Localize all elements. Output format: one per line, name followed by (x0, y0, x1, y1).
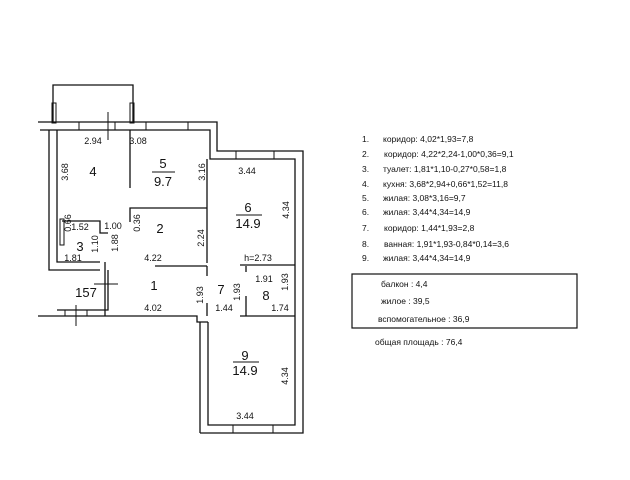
dimension: 1.52 (71, 222, 89, 232)
dimension: 1.81 (64, 253, 82, 263)
dimension: 4.02 (144, 303, 162, 313)
dimension: 0.66 (63, 214, 73, 232)
legend-text: жилая: 3,44*4,34=14,9 (383, 253, 471, 263)
room-4-number: 4 (89, 164, 96, 179)
dimension: 1.91 (255, 274, 273, 284)
legend-text: ванная: 1,91*1,93-0,84*0,14=3,6 (384, 239, 509, 249)
dimension: 1.00 (104, 221, 122, 231)
left-inner-wall (56, 130, 100, 263)
room-6-number: 6 (244, 200, 251, 215)
dimension: 0.36 (132, 214, 142, 232)
dimension: 1.93 (232, 283, 242, 301)
legend-number: 7. (362, 223, 369, 233)
room-1-number: 1 (150, 278, 157, 293)
window (232, 424, 274, 434)
dimension: 2.24 (196, 229, 206, 247)
dimension: 4.34 (281, 201, 291, 219)
balcony-post (129, 102, 135, 124)
dimension: 3.68 (60, 163, 70, 181)
legend-text: кухня: 3,68*2,94+0,66*1,52=11,8 (383, 179, 508, 189)
living-area: жилое : 39,5 (381, 296, 430, 306)
bottom-wall (38, 315, 208, 323)
window (78, 121, 116, 131)
legend-text: жилая: 3,08*3,16=9,7 (383, 193, 466, 203)
left-outer-wall (48, 130, 100, 271)
legend-number: 2. (362, 149, 369, 159)
room-3-number: 3 (76, 239, 83, 254)
dimensions: 2.94 3.08 3.68 3.16 3.44 4.34 0.66 1.52 … (60, 136, 291, 421)
partition (129, 207, 207, 222)
room-2-number: 2 (156, 221, 163, 236)
dimension: 3.44 (238, 166, 256, 176)
legend-text: коридор: 4,22*2,24-1,00*0,36=9,1 (384, 149, 514, 159)
legend-number: 8. (362, 239, 369, 249)
dimension: 4.34 (280, 367, 290, 385)
dimension: 1.10 (90, 235, 100, 253)
window (235, 150, 275, 160)
legend-text: коридор: 4,02*1,93=7,8 (383, 134, 474, 144)
partition (62, 220, 108, 234)
dimension: 3.44 (236, 411, 254, 421)
dimension: 1.44 (215, 303, 233, 313)
ceiling-height: h=2.73 (244, 253, 272, 263)
legend-text: жилая: 3,44*4,34=14,9 (383, 207, 471, 217)
room-5-number: 5 (159, 156, 166, 171)
legend-number: 3. (362, 164, 369, 174)
vent (59, 218, 65, 246)
balcony-outline (52, 84, 134, 123)
room-labels: 4 5 9.7 6 14.9 2 3 1 157 7 8 9 14.9 (75, 156, 269, 378)
dimension: 3.08 (129, 136, 147, 146)
summary-frame (351, 273, 578, 329)
room-7-number: 7 (217, 282, 224, 297)
room-8-number: 8 (262, 288, 269, 303)
legend-text: туалет: 1,81*1,10-0,27*0,58=1,8 (383, 164, 507, 174)
legend-number: 9. (362, 253, 369, 263)
dimension: 1.88 (110, 234, 120, 252)
dimension: 1.93 (280, 273, 290, 291)
legend-number: 4. (362, 179, 369, 189)
dimension: 1.93 (195, 286, 205, 304)
area-summary-box: балкон : 4,4 жилое : 39,5 вспомогательно… (351, 273, 578, 329)
legend-number: 1. (362, 134, 369, 144)
balcony-area: балкон : 4,4 (381, 279, 428, 289)
window (145, 121, 189, 131)
legend-number: 5. (362, 193, 369, 203)
inner-wall-line (40, 129, 296, 426)
room-9-area: 14.9 (232, 363, 257, 378)
dimension: 1.74 (271, 303, 289, 313)
room-9-number: 9 (241, 348, 248, 363)
stair-label: 157 (75, 285, 97, 300)
total-area: общая площадь : 76,4 (375, 337, 463, 347)
room-6-area: 14.9 (235, 216, 260, 231)
dimension: 4.22 (144, 253, 162, 263)
dimension: 3.16 (197, 163, 207, 181)
legend-list: 1. коридор: 4,02*1,93=7,8 2. коридор: 4,… (362, 134, 514, 263)
balcony-post (51, 102, 57, 124)
room-5-area: 9.7 (154, 174, 172, 189)
auxiliary-area: вспомогательное : 36,9 (378, 314, 470, 324)
walls (38, 84, 304, 434)
legend-text: коридор: 1,44*1,93=2,8 (384, 223, 475, 233)
dimension: 2.94 (84, 136, 102, 146)
legend-number: 6. (362, 207, 369, 217)
